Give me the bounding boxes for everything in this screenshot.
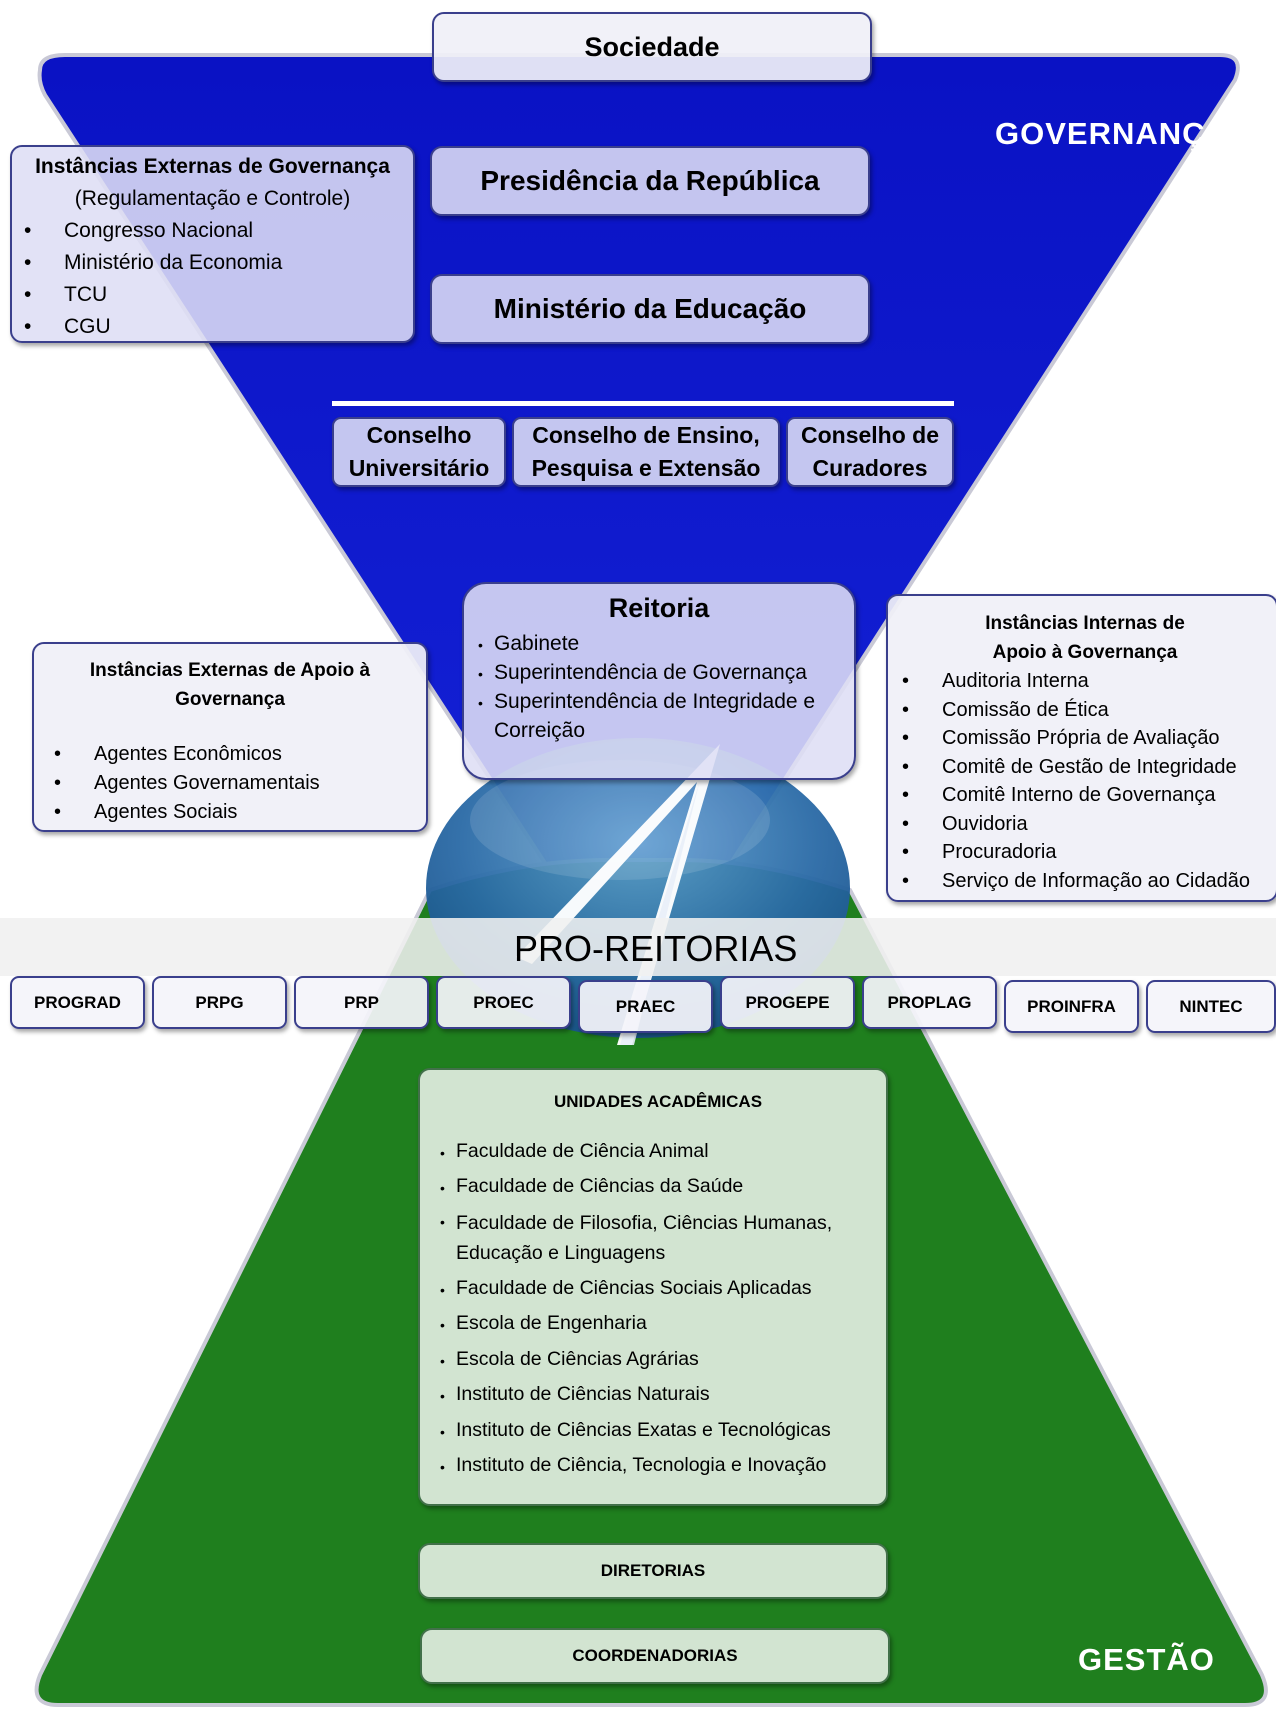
list-item: Comitê de Gestão de Integridade [902, 753, 1268, 782]
pro-reitorias-band [0, 918, 1276, 976]
pro-reitoria-progepe: PROGEPE [720, 976, 855, 1029]
instancias-externas-apoio-box: Instâncias Externas de Apoio à Governanç… [32, 642, 428, 832]
list-item: Ouvidoria [902, 810, 1268, 839]
conselho-curadores-box: Conselho de Curadores [786, 417, 954, 487]
presidencia-box: Presidência da República [430, 146, 870, 216]
pro-reitoria-prpg: PRPG [152, 976, 287, 1029]
sociedade-box: Sociedade [432, 12, 872, 82]
instancias-externas-governanca-subtitle: (Regulamentação e Controle) [74, 187, 351, 210]
instancias-externas-governanca-box: Instâncias Externas de Governança (Regul… [10, 145, 415, 343]
list-item: Instituto de Ciências Naturais [440, 1377, 876, 1414]
instancias-externas-apoio-title: Instâncias Externas de Apoio à [89, 660, 371, 681]
list-item: Agentes Econômicos [54, 740, 414, 769]
list-item: Escola de Engenharia [440, 1306, 876, 1343]
pro-reitoria-praec: PRAEC [578, 980, 713, 1033]
list-item: Ministério da Economia [24, 247, 401, 279]
instancias-internas-apoio-title-2: Apoio à Governança [992, 641, 1178, 663]
list-item: Superintendência de Integridade e Correi… [478, 687, 840, 745]
list-item: Instituto de Ciências Exatas e Tecnológi… [440, 1413, 876, 1449]
pro-reitoria-proinfra: PROINFRA [1004, 980, 1139, 1033]
pro-reitoria-proec: PROEC [436, 976, 571, 1029]
list-item: TCU [24, 279, 401, 311]
sociedade-label: Sociedade [584, 31, 720, 62]
ministerio-label: Ministério da Educação [493, 293, 807, 324]
pro-reitoria-prp: PRP [294, 976, 429, 1029]
governanca-label: GOVERNANÇA [995, 116, 1229, 151]
diretorias-label: DIRETORIAS [600, 1561, 706, 1580]
list-item: Escola de Ciências Agrárias [440, 1342, 876, 1378]
instancias-internas-apoio-box: Instâncias Internas de Apoio à Governanç… [886, 594, 1276, 902]
list-item: Faculdade de Ciências Sociais Aplicadas [440, 1271, 876, 1307]
list-item: CGU [24, 311, 401, 343]
list-item: Comissão de Ética [902, 696, 1268, 725]
list-item: Comissão Própria de Avaliação [902, 724, 1268, 753]
conselhos-divider [332, 401, 954, 406]
gestao-label: GESTÃO [1078, 1642, 1215, 1677]
unidades-academicas-box: UNIDADES ACADÊMICAS Faculdade de Ciência… [418, 1068, 888, 1506]
reitoria-title: Reitoria [608, 593, 710, 623]
conselho-line1: Conselho de [800, 422, 939, 448]
pro-reitoria-nintec: NINTEC [1146, 980, 1276, 1033]
list-item: Auditoria Interna [902, 667, 1268, 696]
pro-reitoria-prograd: PROGRAD [10, 976, 145, 1029]
conselho-universitario-box: Conselho Universitário [332, 417, 506, 487]
list-item: Faculdade de Ciências da Saúde [440, 1169, 876, 1206]
conselho-ensino-box: Conselho de Ensino, Pesquisa e Extensão [512, 417, 780, 487]
conselho-line1: Conselho de Ensino, [532, 422, 760, 448]
list-item: Procuradoria [902, 838, 1268, 867]
list-item: Serviço de Informação ao Cidadão [902, 867, 1268, 896]
unidades-academicas-title: UNIDADES ACADÊMICAS [553, 1092, 763, 1111]
instancias-externas-governanca-title: Instâncias Externas de Governança [35, 155, 390, 178]
pro-reitoria-proplag: PROPLAG [862, 976, 997, 1029]
pro-reitorias-title: PRO-REITORIAS [514, 928, 798, 969]
conselho-line1: Conselho [366, 422, 472, 448]
list-item: Agentes Sociais [54, 798, 414, 827]
coordenadorias-label: COORDENADORIAS [572, 1646, 738, 1665]
list-item: Gabinete [478, 629, 840, 660]
list-item: Instituto de Ciência, Tecnologia e Inova… [440, 1448, 876, 1485]
ministerio-box: Ministério da Educação [430, 274, 870, 344]
list-item: Comitê Interno de Governança [902, 781, 1268, 810]
list-item: Faculdade de Filosofia, Ciências Humanas… [440, 1205, 876, 1271]
instancias-externas-apoio-title-2: Governança [175, 689, 285, 710]
instancias-internas-apoio-title: Instâncias Internas de [985, 613, 1185, 634]
presidencia-label: Presidência da República [480, 165, 820, 196]
list-item: Congresso Nacional [24, 215, 401, 247]
coordenadorias-box: COORDENADORIAS [420, 1628, 890, 1684]
conselho-line2: Pesquisa e Extensão [531, 455, 761, 481]
diretorias-box: DIRETORIAS [418, 1543, 888, 1599]
list-item: Superintendência de Governança [478, 658, 840, 689]
conselho-line2: Curadores [812, 455, 928, 481]
reitoria-box: Reitoria Gabinete Superintendência de Go… [462, 582, 856, 780]
list-item: Faculdade de Ciência Animal [440, 1134, 876, 1170]
list-item: Agentes Governamentais [54, 769, 414, 798]
conselho-line2: Universitário [348, 455, 490, 481]
